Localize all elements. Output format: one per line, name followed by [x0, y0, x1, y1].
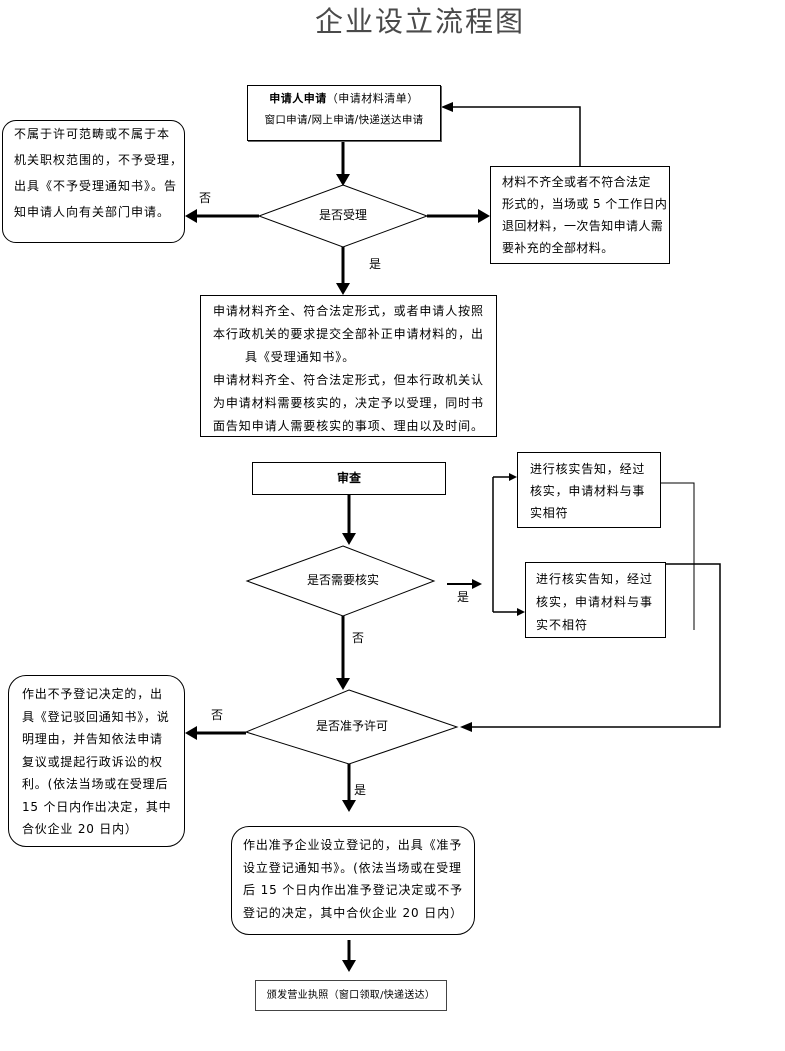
node-apply-heading: 申请人申请（申请材料清单）: [248, 89, 440, 109]
node-text-line: 具《登记驳回通知书》，说: [22, 709, 170, 724]
arrow-head: [336, 174, 350, 186]
node-text-line: 形式的，当场或 5 个工作日内: [502, 197, 668, 211]
node-text-line: 核实，申请材料与事: [536, 595, 654, 609]
arrow-head: [472, 579, 482, 589]
node-apply-channels: 窗口申请/网上申请/快递送达申请: [264, 114, 424, 126]
node-return-materials: 材料不齐全或者不符合法定 形式的，当场或 5 个工作日内 退回材料，一次告知申请…: [490, 166, 670, 264]
node-text-line: 不属于许可范畴或不属于本: [14, 127, 171, 141]
arrow-approve-to-license: [342, 940, 356, 972]
arrow-head: [509, 473, 517, 481]
arrow-apply-to-accept-decision: [336, 141, 350, 186]
connector-line: [661, 482, 695, 630]
arrow-accept-yes: [336, 247, 350, 295]
edge-label-permit-yes: 是: [353, 783, 366, 797]
node-verify-match: 进行核实告知，经过 核实，申请材料与事 实相符: [517, 452, 661, 528]
arrow-head: [342, 533, 356, 545]
arrow-shaft: [471, 563, 721, 728]
node-text-line: 复议或提起行政诉讼的权: [22, 754, 163, 769]
node-text-line: 机关职权范围的，不予受理，: [14, 153, 184, 167]
node-text-line: 进行核实告知，经过: [530, 462, 646, 476]
arrow-verify-yes: [447, 579, 482, 589]
node-reject-registration: 作出不予登记决定的，出 具《登记驳回通知书》，说 明理由，并告知依法申请 复议或…: [8, 675, 185, 847]
node-text-line: 材料不齐全或者不符合法定: [502, 175, 651, 189]
arrow-review-to-verify-decision: [342, 495, 356, 545]
node-issue-license: 颁发营业执照（窗口领取/快递送达）: [255, 980, 447, 1011]
node-text-line: 本行政机关的要求提交全部补正申请材料的，出: [213, 327, 484, 341]
node-text-line: 登记的决定，其中合伙企业 20 日内）: [243, 906, 463, 921]
node-text-line: 后 15 个日内作出准予登记决定或不予: [243, 883, 463, 898]
decision-permit-label: 是否准予许可: [315, 719, 388, 733]
node-text-line: 实相符: [530, 506, 569, 520]
arrow-permit-yes: [342, 764, 356, 812]
node-review: 审查: [252, 462, 446, 495]
arrow-verify-to-permit-decision: [460, 563, 721, 732]
node-text-line: 作出不予登记决定的，出: [22, 687, 163, 701]
node-accepted: 申请材料齐全、符合法定形式，或者申请人按照 本行政机关的要求提交全部补正申请材料…: [200, 295, 497, 437]
node-apply-subtitle: （申请材料清单）: [326, 92, 419, 105]
arrow-return-to-apply: [441, 102, 581, 166]
node-text-line: 为申请材料需要核实的，决定予以受理，同时书: [213, 396, 484, 410]
edge-label-accept-yes: 是: [368, 257, 381, 271]
arrow-accept-no: [185, 209, 259, 223]
node-text-line: 明理由，并告知依法申请: [22, 732, 163, 746]
edge-label-permit-no: 否: [210, 708, 223, 722]
edge-label-accept-no: 否: [198, 191, 211, 205]
node-text-line: 实不相符: [536, 618, 589, 632]
node-text-line: 作出准予企业设立登记的，出具《准予: [243, 838, 463, 852]
node-reject-scope: 不属于许可范畴或不属于本 机关职权范围的，不予受理， 出具《不予受理通知书》。告…: [2, 120, 185, 243]
node-verify-mismatch: 进行核实告知，经过 核实，申请材料与事 实不相符: [525, 562, 666, 638]
arrow-head: [185, 726, 197, 740]
edge-label-verify-yes: 是: [456, 590, 469, 604]
arrow-verify-no: [336, 616, 350, 690]
edge-label-verify-no: 否: [351, 631, 364, 645]
page-title: 企业设立流程图: [314, 5, 525, 38]
verify-branch-bracket: [492, 473, 525, 616]
node-text-line: 面告知申请人需要核实的事项、理由以及时间。: [213, 419, 484, 433]
arrow-head: [460, 722, 472, 732]
arrow-head: [336, 283, 350, 295]
node-text-line: 知申请人向有关部门申请。: [14, 205, 171, 219]
arrow-head: [342, 960, 356, 972]
node-text-line: 利。(依法当场或在受理后: [22, 777, 169, 791]
node-text-line: 申请材料齐全、符合法定形式，但本行政机关认: [213, 373, 484, 387]
arrow-accept-to-return-materials: [427, 209, 490, 223]
arrow-head: [185, 209, 197, 223]
node-approve-registration: 作出准予企业设立登记的，出具《准予 设立登记通知书》。(依法当场或在受理 后 1…: [231, 826, 475, 935]
node-text-line: 申请材料齐全、符合法定形式，或者申请人按照: [213, 304, 484, 318]
decision-verify-label: 是否需要核实: [306, 573, 379, 587]
node-apply: 申请人申请（申请材料清单） 窗口申请/网上申请/快递送达申请: [247, 85, 441, 141]
node-text-line: 设立登记通知书》。(依法当场或在受理: [243, 860, 462, 875]
node-text-line: 要补充的全部材料。: [502, 241, 614, 255]
arrow-head: [478, 209, 490, 223]
arrow-shaft: [452, 106, 581, 166]
arrow-head: [342, 800, 356, 812]
node-apply-title: 申请人申请: [269, 92, 327, 105]
node-text-line: 退回材料，一次告知申请人需: [502, 219, 664, 233]
node-text-line: 合伙企业 20 日内）: [22, 822, 138, 836]
node-text-line: 进行核实告知，经过: [536, 572, 654, 586]
decision-accept-label: 是否受理: [318, 208, 367, 222]
arrow-head: [441, 102, 453, 112]
connector-verify-match: [661, 482, 695, 630]
arrow-head: [517, 608, 525, 616]
node-text-line: 具《受理通知书》。: [245, 350, 356, 364]
node-text-line: 15 个日内作出决定，其中: [22, 799, 172, 814]
node-text-line: 核实，申请材料与事: [530, 484, 646, 498]
arrow-head: [336, 678, 350, 690]
node-text-line: 出具《不予受理通知书》。告: [14, 179, 178, 193]
arrow-permit-no: [185, 726, 246, 740]
